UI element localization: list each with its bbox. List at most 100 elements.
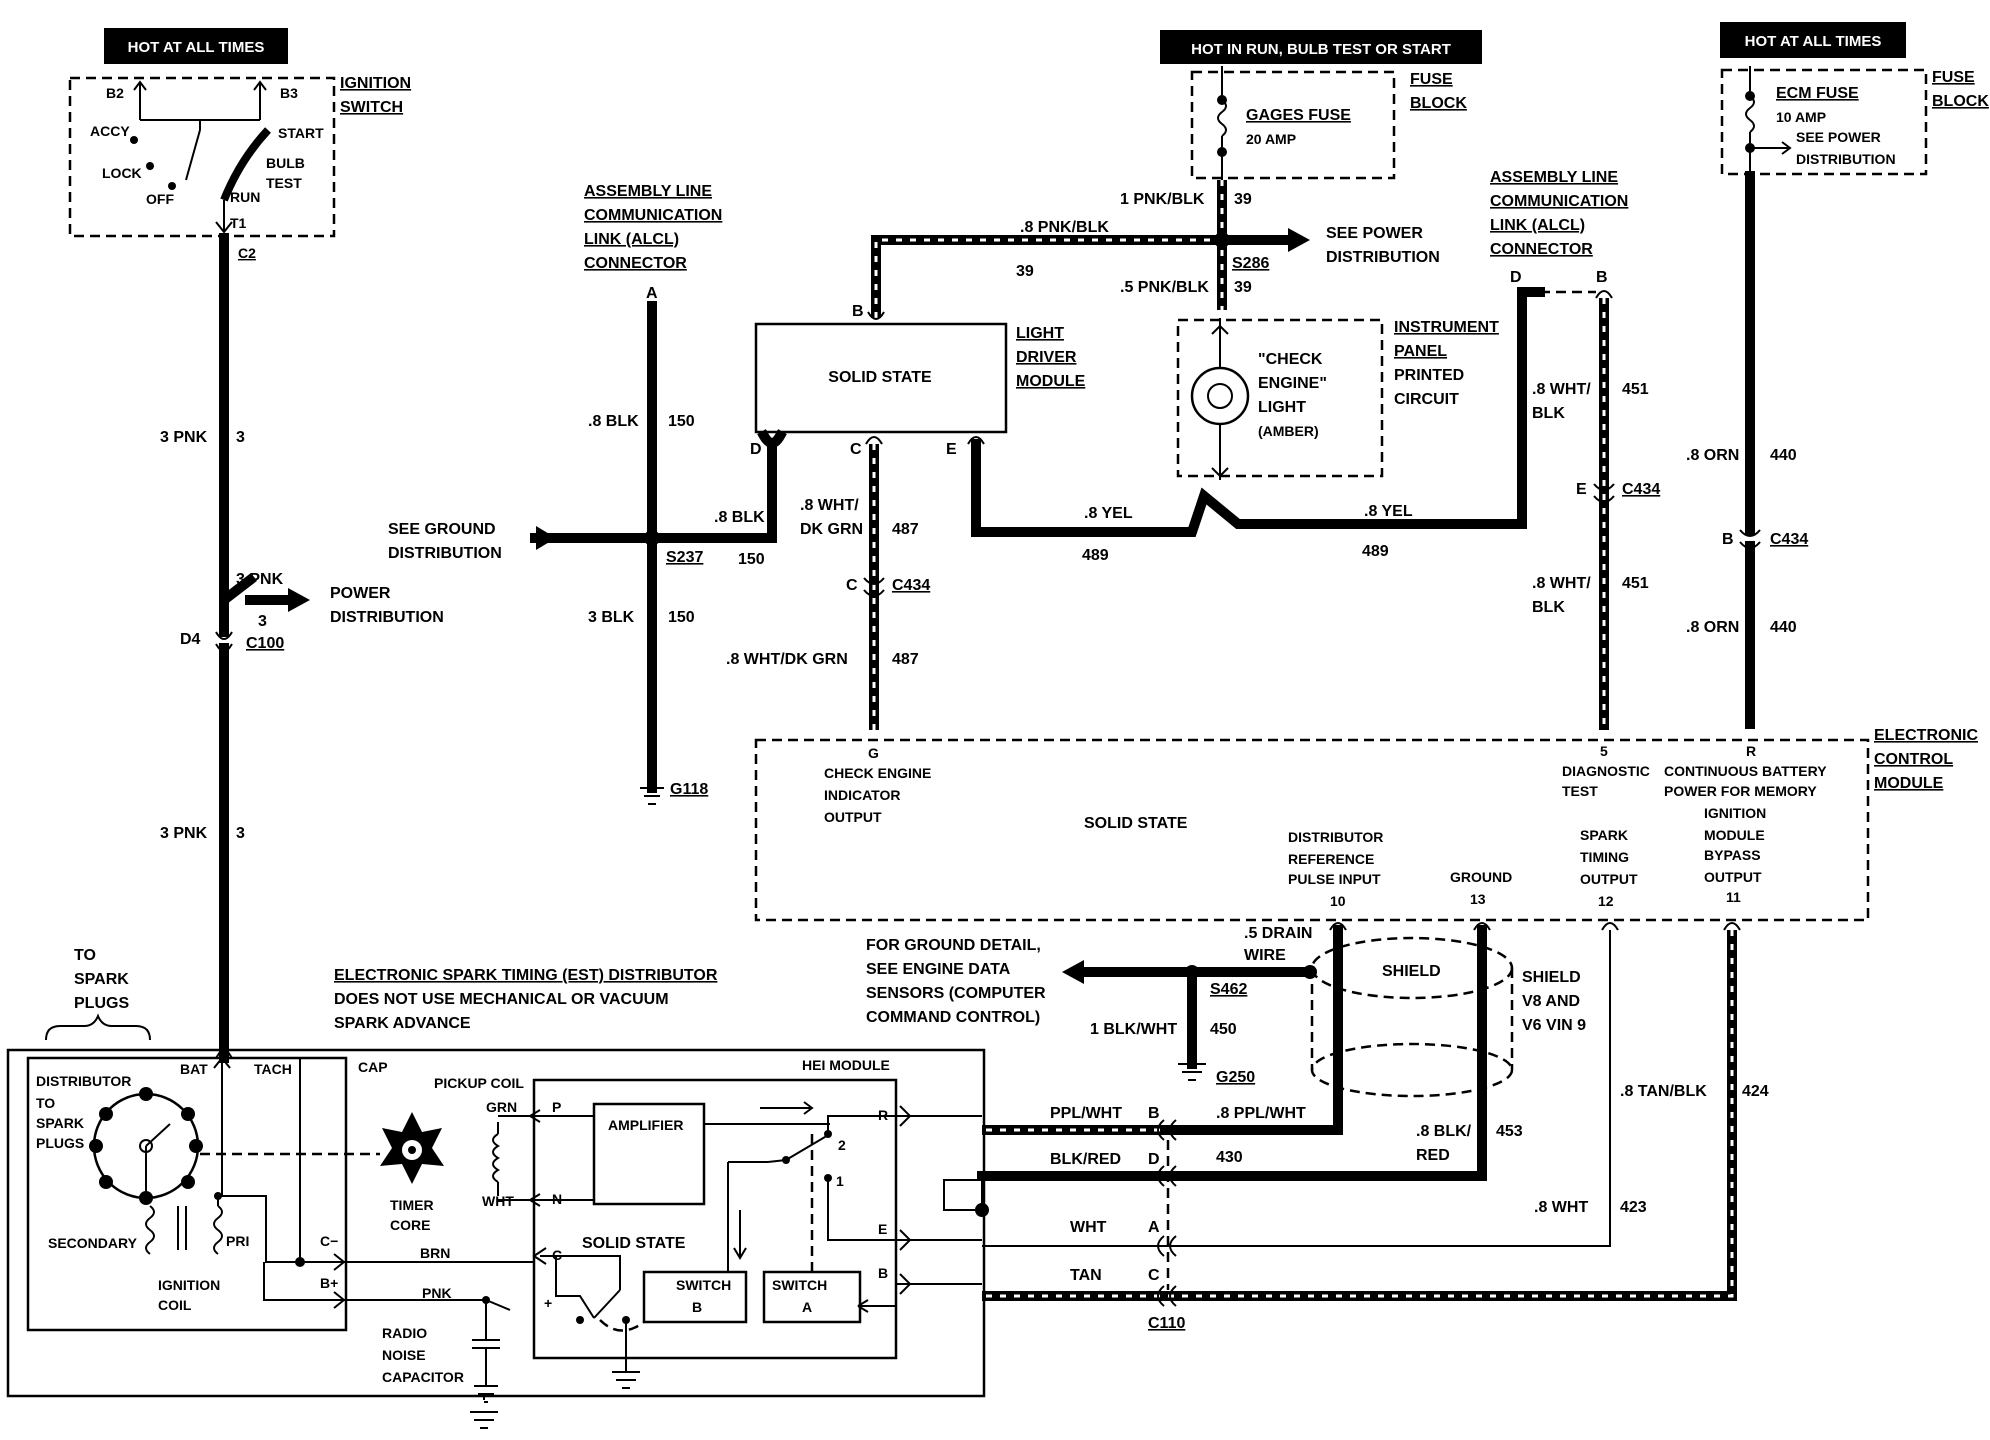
ecm-fn-12-1: SPARK [1580, 827, 1628, 843]
ecm-title-2: CONTROL [1874, 751, 1953, 768]
yel-a: .8 YEL [1084, 505, 1133, 522]
lamp-text-1: "CHECK [1258, 351, 1323, 368]
ip-title-4: CIRCUIT [1394, 391, 1459, 408]
pplwht: PPL/WHT [1050, 1105, 1122, 1122]
ecm-fuse-block-title-1: FUSE [1932, 69, 1975, 86]
ecm-fuse-note-2: DISTRIBUTION [1796, 151, 1896, 167]
pin-b-c110: B [1148, 1105, 1160, 1122]
shield-note-2: V8 AND [1522, 993, 1580, 1010]
w3-b: 3 [258, 613, 267, 630]
conn-s286: S286 [1232, 255, 1269, 272]
n440b: 440 [1770, 619, 1797, 636]
dist-label-4: PLUGS [36, 1135, 84, 1151]
n430: 430 [1216, 1149, 1243, 1166]
ip-title-2: PANEL [1394, 343, 1447, 360]
shield-note-1: SHIELD [1522, 969, 1581, 986]
ign-label-off: OFF [146, 191, 174, 207]
w3pnk-c: 3 PNK [160, 825, 208, 842]
label-noise: NOISE [382, 1347, 426, 1363]
n150c: 150 [668, 609, 695, 626]
ign-label-t1: T1 [230, 215, 247, 231]
ecm-pin-10: 10 [1330, 893, 1346, 909]
ecm-fn-10-3: PULSE INPUT [1288, 871, 1381, 887]
ecm-fuse-rating: 10 AMP [1776, 109, 1826, 125]
ign-label-start: START [278, 125, 324, 141]
n451b: 451 [1622, 575, 1649, 592]
pplwht8: .8 PPL/WHT [1216, 1105, 1306, 1122]
blkwht: 1 BLK/WHT [1090, 1021, 1177, 1038]
dist-title-2: DOES NOT USE MECHANICAL OR VACUUM [334, 991, 669, 1008]
ldm-pin-b: B [852, 303, 864, 320]
banner-hot-run: HOT IN RUN, BULB TEST OR START [1160, 30, 1482, 64]
n39c: 39 [1234, 279, 1252, 296]
alcl-right-4: CONNECTOR [1490, 241, 1593, 258]
light-driver-title-1: LIGHT [1016, 325, 1064, 342]
label-switch-b-letter: B [692, 1299, 702, 1315]
label-hei-module: HEI MODULE [802, 1057, 890, 1073]
lamp-text-3: LIGHT [1258, 399, 1306, 416]
wire-yel-489: .8 YEL 489 .8 YEL 489 [967, 287, 1545, 564]
pin-c434-b: B [1722, 531, 1734, 548]
alcl-left-1: ASSEMBLY LINE [584, 183, 712, 200]
whtgrn-b: .8 WHT/DK GRN [726, 651, 848, 668]
conn-s462: S462 [1210, 981, 1247, 998]
shield-note-3: V6 VIN 9 [1522, 1017, 1586, 1034]
blkred8-1: .8 BLK/ [1416, 1123, 1472, 1140]
gages-fuse-rating: 20 AMP [1246, 131, 1296, 147]
ecm-fn-g-1: CHECK ENGINE [824, 765, 931, 781]
conn-d4: D4 [180, 631, 201, 648]
to-plugs-1: TO [74, 947, 96, 964]
conn-g250: G250 [1216, 1069, 1255, 1086]
alcl-right-3: LINK (ALCL) [1490, 217, 1585, 234]
alcl-right-pin-d: D [1510, 269, 1522, 286]
ground-dist-1: SEE GROUND [388, 521, 496, 538]
alcl-left-3: LINK (ALCL) [584, 231, 679, 248]
label-2: 2 [838, 1137, 846, 1153]
whtgrn-a-2: DK GRN [800, 521, 863, 538]
ecm-fn-g-2: INDICATOR [824, 787, 900, 803]
ecm-fn-10-1: DISTRIBUTOR [1288, 829, 1383, 845]
shield-label: SHIELD [1382, 963, 1441, 980]
w3pnk-a: 3 PNK [160, 429, 208, 446]
alcl-right: ASSEMBLY LINE COMMUNICATION LINK (ALCL) … [1490, 169, 1660, 730]
label-ignition: IGNITION [158, 1277, 220, 1293]
banner-hot-left-text: HOT AT ALL TIMES [128, 39, 265, 56]
alcl-left-pin-a: A [646, 285, 658, 302]
to-plugs-3: PLUGS [74, 995, 129, 1012]
ign-label-run: RUN [230, 189, 260, 205]
label-grn: GRN [486, 1099, 517, 1115]
wire-pnk-blk: .8 PNK/BLK 39 SEE POWER DISTRIBUTION [867, 219, 1440, 320]
blkred: BLK/RED [1050, 1151, 1121, 1168]
blk8: .8 BLK [588, 413, 639, 430]
n489b: 489 [1362, 543, 1389, 560]
see-power-2: DISTRIBUTION [1326, 249, 1440, 266]
ecm-pin-12: 12 [1598, 893, 1614, 909]
n440a: 440 [1770, 447, 1797, 464]
pnkblk5: .5 PNK/BLK [1120, 279, 1209, 296]
n487a: 487 [892, 521, 919, 538]
ignition-switch-title-2: SWITCH [340, 99, 403, 116]
est-distributor: ELECTRONIC SPARK TIMING (EST) DISTRIBUTO… [6, 947, 989, 1429]
fuse-block-ecm: FUSE BLOCK ECM FUSE 10 AMP SEE POWER DIS… [1686, 66, 1989, 729]
blk8b: .8 BLK [714, 509, 765, 526]
ecm-pin-r: R [1746, 743, 1756, 759]
drain-1: .5 DRAIN [1244, 925, 1312, 942]
banner-hot-right-text: HOT AT ALL TIMES [1745, 33, 1882, 50]
whtblk-b-1: .8 WHT/ [1532, 575, 1591, 592]
n489a: 489 [1082, 547, 1109, 564]
ground-note-3: SENSORS (COMPUTER [866, 985, 1046, 1002]
label-brn: BRN [420, 1245, 450, 1261]
wire-487: .8 WHT/ DK GRN 487 C C434 .8 WHT/DK GRN … [726, 436, 930, 730]
light-driver-title-3: MODULE [1016, 373, 1086, 390]
label-switch-a: SWITCH [772, 1277, 827, 1293]
ign-label-bulb: BULB [266, 155, 305, 171]
label-c-minus: C− [320, 1233, 338, 1249]
conn-c434-b: C434 [1622, 481, 1660, 498]
label-coil: COIL [158, 1297, 192, 1313]
fuse-block-title-2: BLOCK [1410, 95, 1467, 112]
power-dist-1: POWER [330, 585, 391, 602]
alcl-right-1: ASSEMBLY LINE [1490, 169, 1618, 186]
ground-note-4: COMMAND CONTROL) [866, 1009, 1040, 1026]
n150b: 150 [738, 551, 765, 568]
